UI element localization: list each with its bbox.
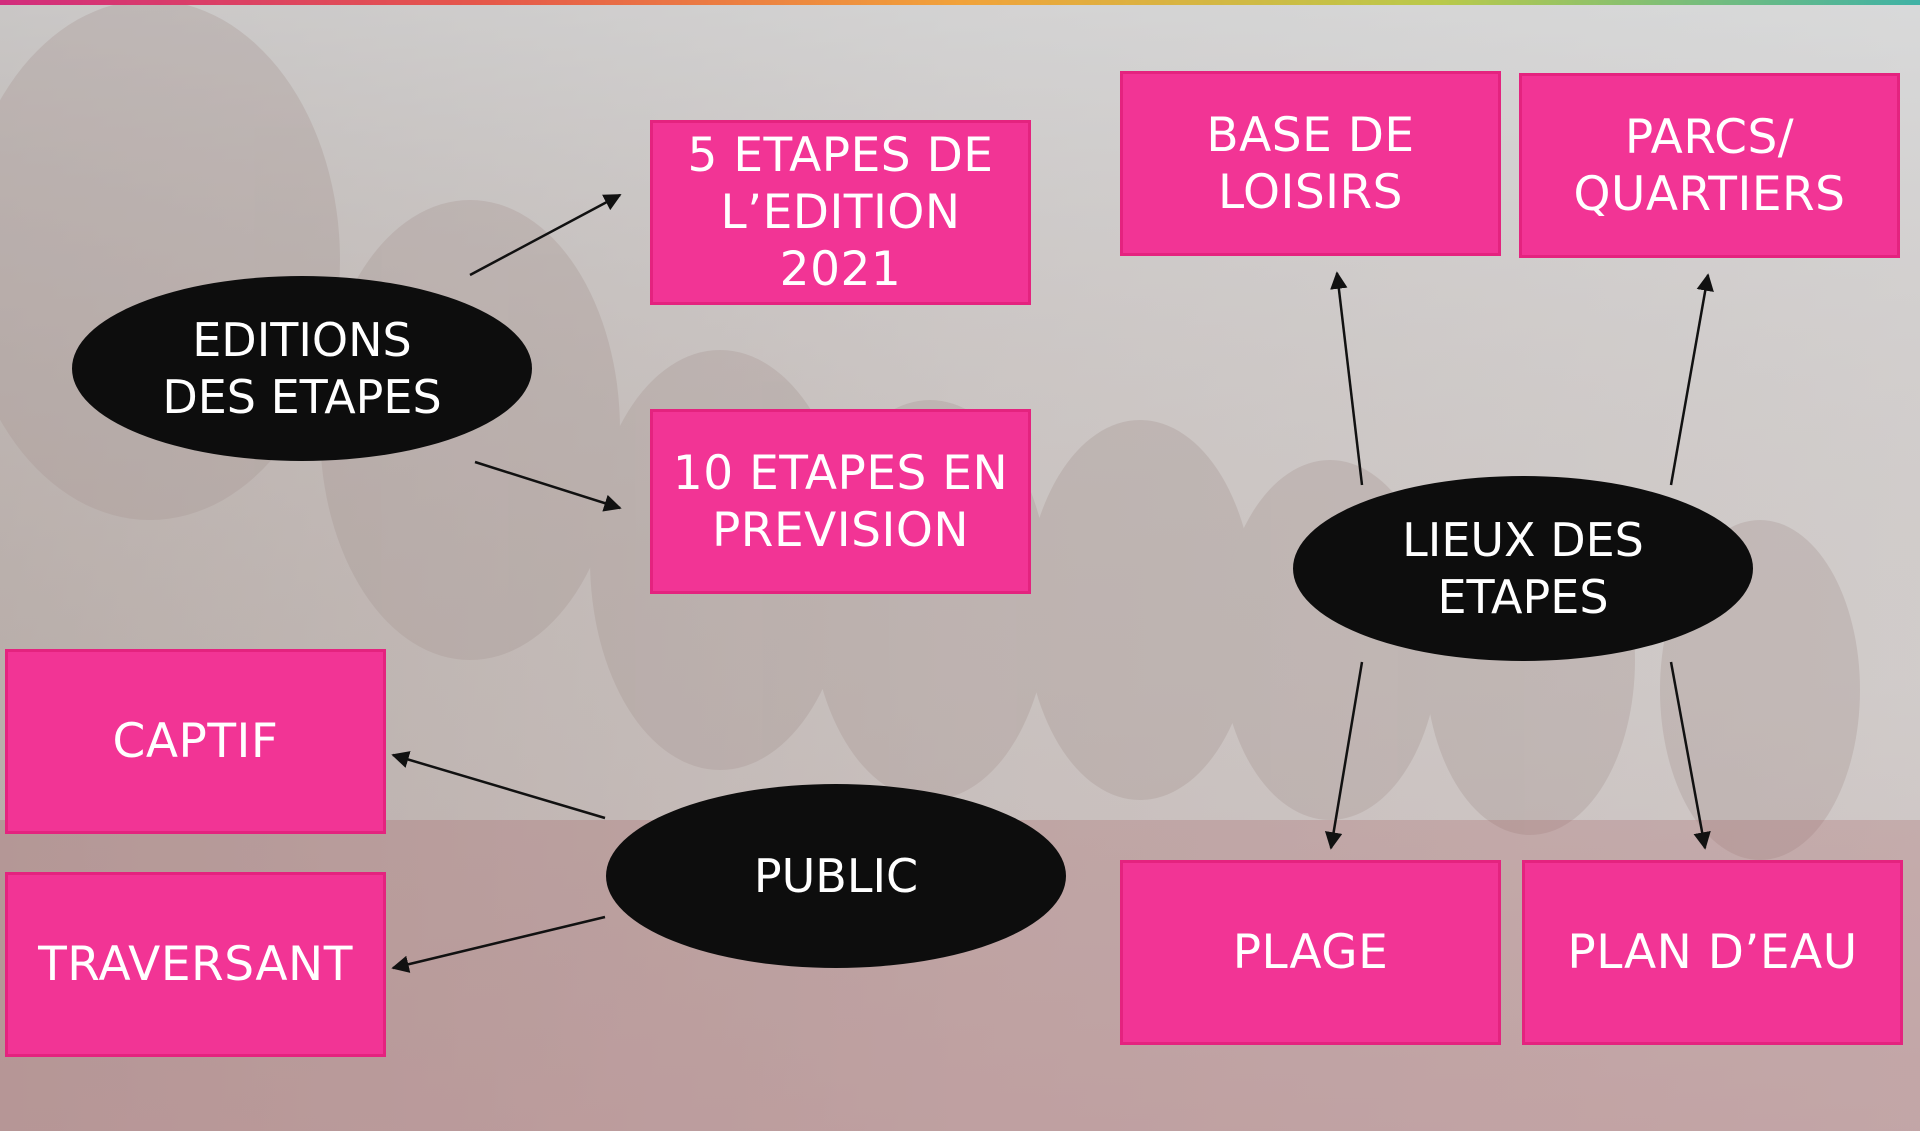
arrow-public-to-captif [391,751,606,820]
node-10-etapes-en-prevision: 10 ETAPES EN PREVISION [650,409,1031,594]
node-parcs-quartiers: PARCS/ QUARTIERS [1519,73,1900,258]
node-5-etapes-edition-2021: 5 ETAPES DE L’EDITION 2021 [650,120,1031,305]
arrow-lieux-to-plan-eau [1669,661,1711,850]
top-accent-bar [0,0,1920,5]
arrow-lieux-to-plage [1324,661,1364,850]
arrow-public-to-traversant [391,915,606,973]
arrow-lieux-to-parcs [1669,273,1714,486]
node-captif: CAPTIF [5,649,386,834]
node-base-de-loisirs: BASE DE LOISIRS [1120,71,1501,256]
node-public: PUBLIC [606,784,1066,968]
node-plan-d-eau: PLAN D’EAU [1522,860,1903,1045]
arrow-lieux-to-base-loisirs [1330,271,1364,486]
arrow-editions-to-etapes-2021 [469,193,622,277]
node-plage: PLAGE [1120,860,1501,1045]
node-traversant: TRAVERSANT [5,872,386,1057]
arrow-editions-to-etapes-prevision [474,460,622,512]
node-lieux-des-etapes: LIEUX DES ETAPES [1293,476,1753,661]
node-editions-des-etapes: EDITIONS DES ETAPES [72,276,532,461]
